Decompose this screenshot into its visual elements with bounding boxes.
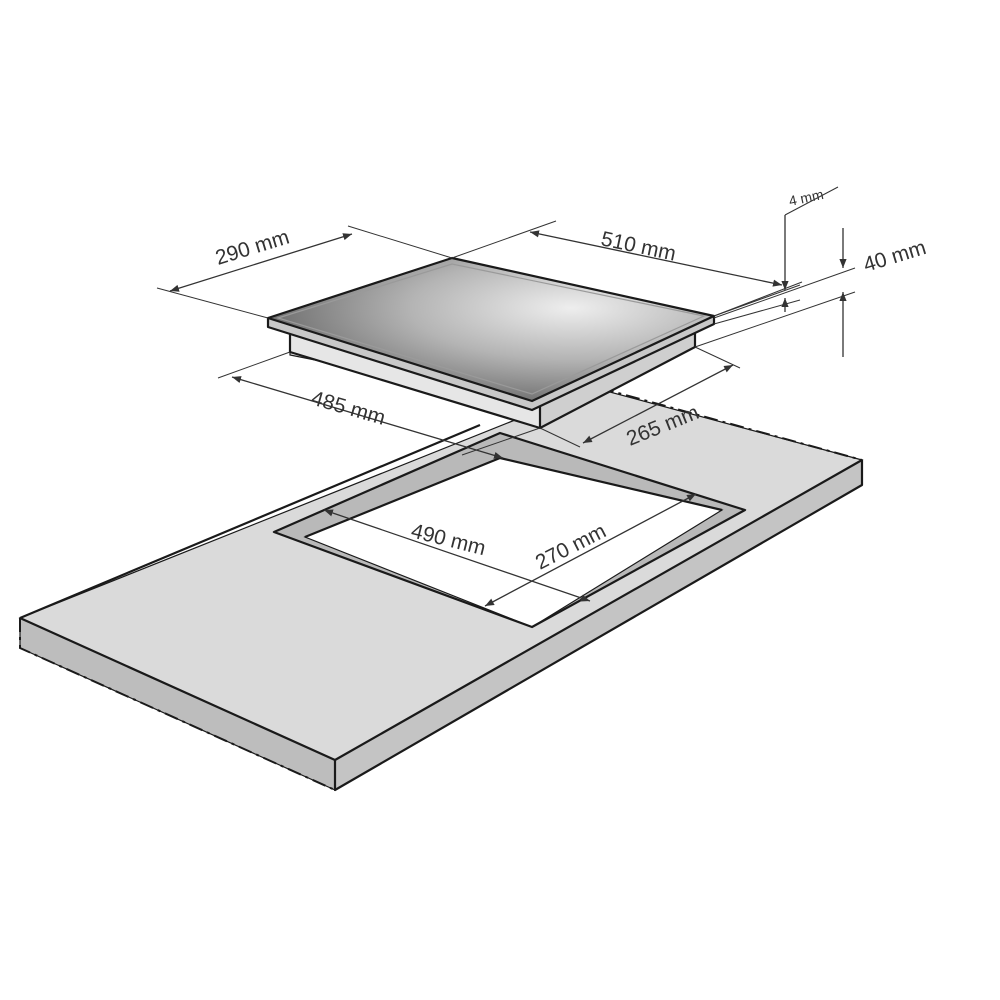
- hob-glass-edge-outline: [266, 316, 716, 412]
- dim-hob-depth-label: 290 mm: [213, 226, 292, 270]
- dim-glass-thickness-label: 4 mm: [787, 186, 825, 209]
- countertop-bottom-edge: [333, 460, 864, 792]
- dim-hob-height: 40 mm: [694, 228, 929, 357]
- dim-glass-thickness: 4 mm: [713, 186, 839, 325]
- cutout-outline: [272, 431, 747, 629]
- dim-hob-width-label: 510 mm: [599, 227, 678, 265]
- countertop-continuation-left: [19, 618, 336, 791]
- dim-hob-height-label: 40 mm: [861, 236, 929, 277]
- dim-body-width-label: 485 mm: [309, 387, 388, 430]
- hob-glass-top: [268, 258, 714, 401]
- hob-glass-inner-frame: [275, 263, 706, 395]
- countertop: [18, 387, 864, 792]
